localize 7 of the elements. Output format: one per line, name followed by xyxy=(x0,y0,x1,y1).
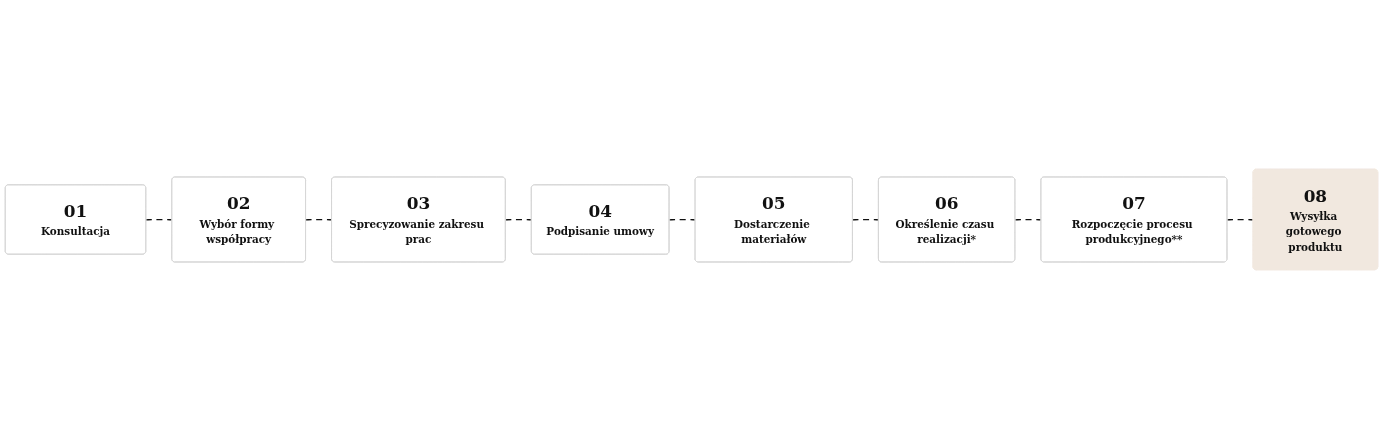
connector xyxy=(852,218,880,221)
connector xyxy=(668,218,696,221)
connector xyxy=(145,218,173,221)
connector xyxy=(1014,218,1042,221)
connector xyxy=(505,218,533,221)
connector xyxy=(305,218,333,221)
connector xyxy=(1226,218,1254,221)
